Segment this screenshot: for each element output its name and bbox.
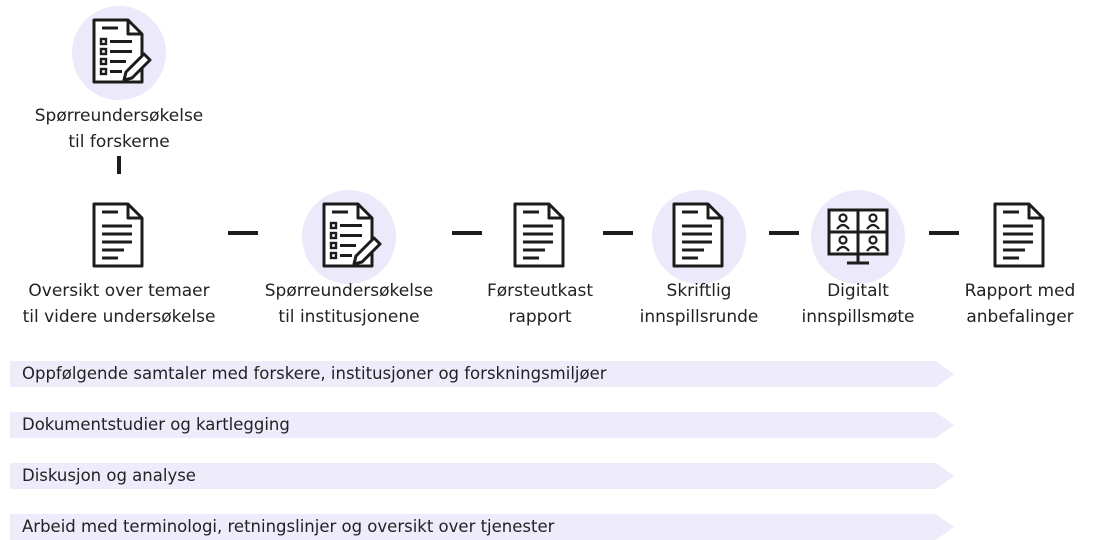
step-label-line2: anbefalinger: [966, 307, 1074, 327]
bar-label: Arbeid med terminologi, retningslinjer o…: [22, 517, 555, 536]
survey-icon: [92, 18, 152, 84]
step-label-line1: Førsteutkast: [486, 281, 594, 301]
top-step-label-line1: Spørreundersøkelse: [34, 106, 204, 126]
bar-arrow-shape: [10, 514, 954, 540]
document-icon: [513, 202, 565, 268]
step-label-line1: Rapport med: [964, 281, 1076, 301]
top-step-label: Spørreundersøkelse til forskerne: [0, 103, 249, 155]
step-label-line2: rapport: [508, 307, 572, 327]
connector-dash: [603, 231, 633, 235]
step-label-line1: Spørreundersøkelse: [264, 281, 434, 301]
top-step-label-line2: til forskerne: [68, 132, 170, 152]
bar-arrow-shape: [10, 463, 954, 489]
step-label: Spørreundersøkelse til institusjonene: [219, 278, 479, 330]
connector-dash: [452, 231, 482, 235]
survey-icon: [322, 202, 382, 268]
document-icon: [672, 202, 724, 268]
connector-dash: [228, 231, 258, 235]
step-label-line1: Digitalt: [827, 281, 889, 301]
step-label: Digitalt innspillsmøte: [728, 278, 988, 330]
step-label-line2: til videre undersøkelse: [22, 307, 216, 327]
video-meeting-icon: [827, 208, 889, 265]
bar-label: Dokumentstudier og kartlegging: [22, 415, 290, 434]
document-icon: [993, 202, 1045, 268]
step-label-line1: Oversikt over temaer: [28, 281, 210, 301]
activity-bar-discussion-analysis: Diskusjon og analyse: [10, 463, 954, 489]
bar-arrow-shape: [10, 361, 954, 387]
step-label: Førsteutkast rapport: [410, 278, 670, 330]
bar-arrow-shape: [10, 412, 954, 438]
bar-label: Diskusjon og analyse: [22, 466, 196, 485]
connector-dash: [929, 231, 959, 235]
step-label-line2: til institusjonene: [278, 307, 420, 327]
step-label-line2: innspillsrunde: [639, 307, 759, 327]
step-label: Rapport med anbefalinger: [890, 278, 1093, 330]
activity-bar-document-studies: Dokumentstudier og kartlegging: [10, 412, 954, 438]
document-icon: [92, 202, 144, 268]
activity-bar-followup-talks: Oppfølgende samtaler med forskere, insti…: [10, 361, 954, 387]
step-label: Oversikt over temaer til videre undersøk…: [0, 278, 249, 330]
activity-bar-terminology: Arbeid med terminologi, retningslinjer o…: [10, 514, 954, 540]
step-label-line1: Skriftlig: [666, 281, 732, 301]
bar-label: Oppfølgende samtaler med forskere, insti…: [22, 364, 607, 383]
connector-dash: [769, 231, 799, 235]
step-label-line2: innspillsmøte: [801, 307, 915, 327]
top-connector-line: [117, 156, 121, 174]
step-label: Skriftlig innspillsrunde: [569, 278, 829, 330]
